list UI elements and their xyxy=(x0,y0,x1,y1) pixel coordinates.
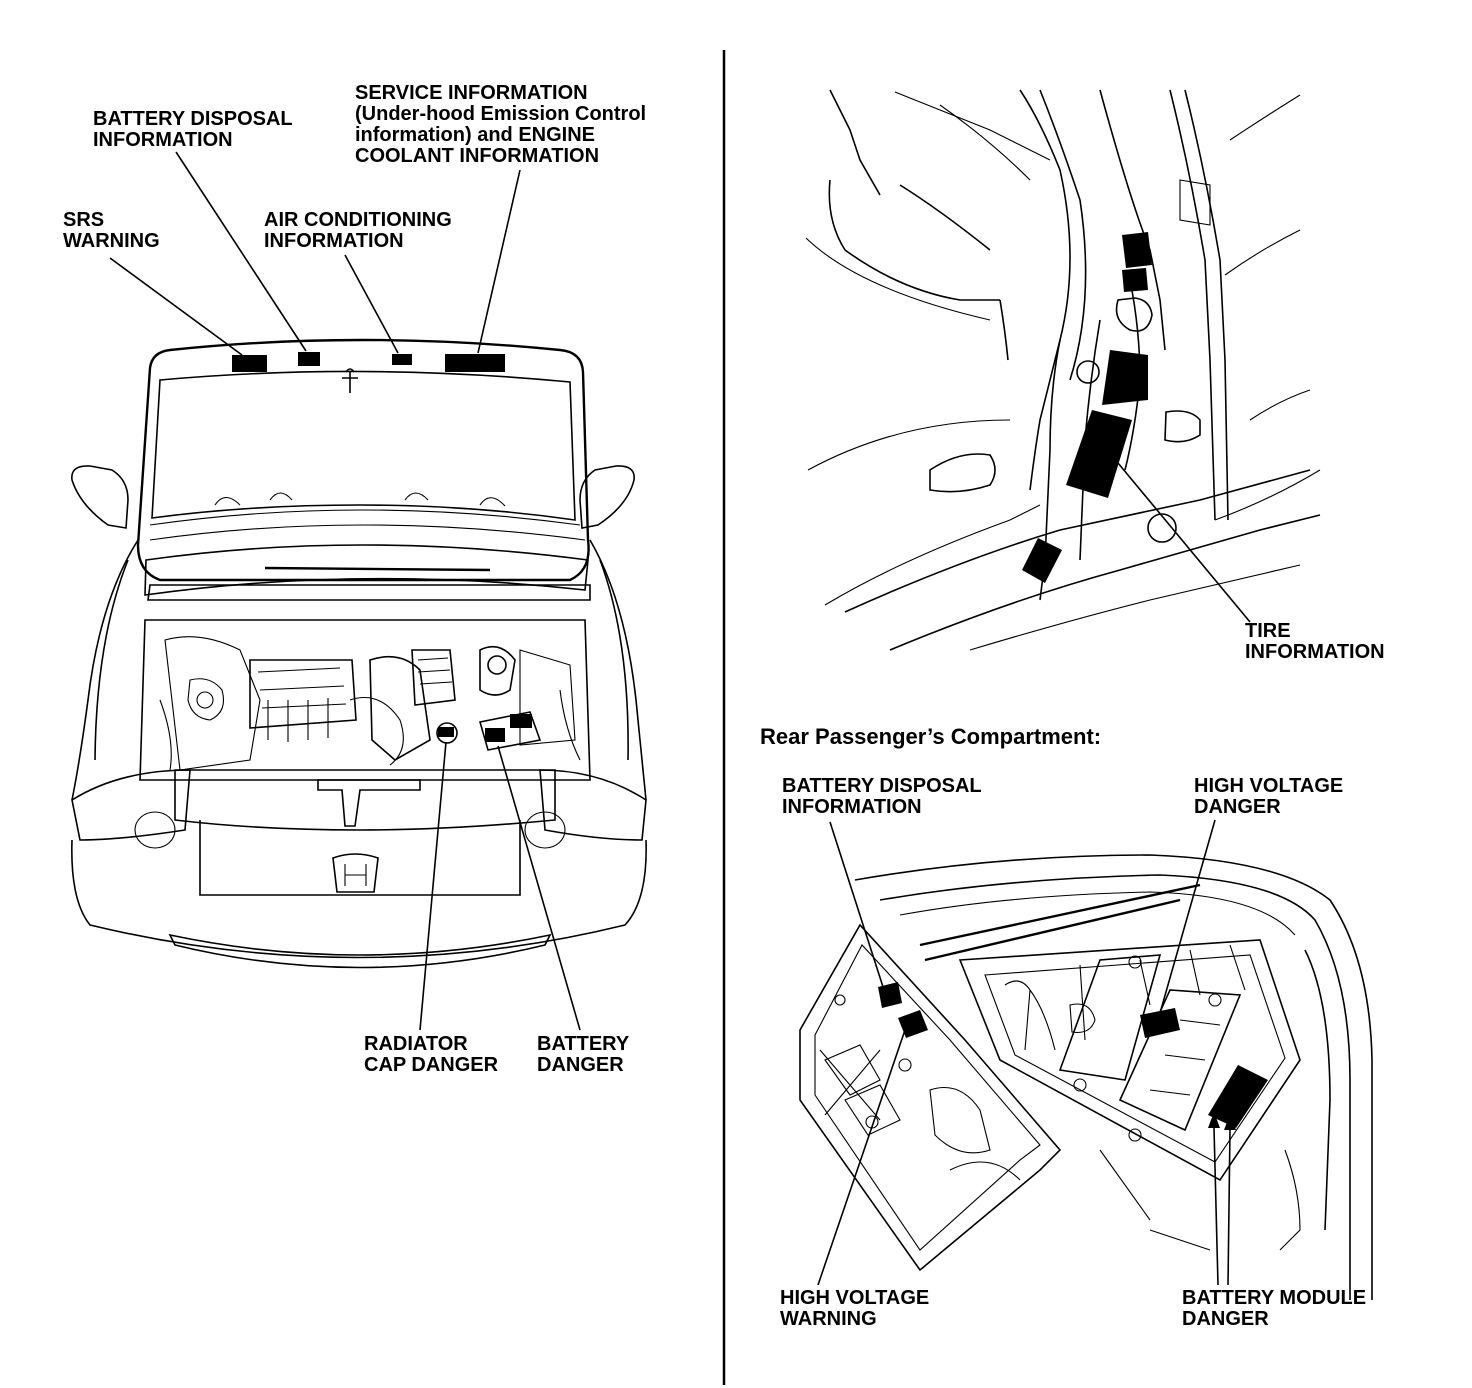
door-pillar-illustration xyxy=(805,89,1321,651)
tire-information-leader xyxy=(1117,462,1251,623)
label-battery-danger: BATTERY DANGER xyxy=(537,1034,629,1076)
label-high-voltage-danger: HIGH VOLTAGE DANGER xyxy=(1194,776,1343,818)
label-line: TIRE xyxy=(1245,620,1291,642)
label-air-conditioning: AIR CONDITIONING INFORMATION xyxy=(264,210,452,252)
label-line: DANGER xyxy=(1194,796,1281,818)
label-line: INFORMATION xyxy=(93,129,233,151)
label-srs-warning: SRS WARNING xyxy=(63,210,160,252)
rear-leader-lines xyxy=(817,819,1236,1286)
battery-disposal-decal xyxy=(298,352,320,366)
rear-compartment-illustration xyxy=(799,854,1373,1300)
rear-compartment-heading: Rear Passenger’s Compartment: xyxy=(760,724,1102,749)
label-line: INFORMATION xyxy=(1245,641,1385,663)
label-battery-disposal-rear: BATTERY DISPOSAL INFORMATION xyxy=(782,776,982,818)
label-line: HIGH VOLTAGE xyxy=(780,1287,930,1309)
label-line: COOLANT INFORMATION xyxy=(355,145,600,167)
srs-warning-decal xyxy=(232,355,267,372)
label-battery-module-danger: BATTERY MODULE DANGER xyxy=(1182,1288,1366,1330)
label-line: AIR CONDITIONING xyxy=(264,209,452,231)
label-line: WARNING xyxy=(63,230,160,252)
label-line: information) and ENGINE xyxy=(355,124,595,146)
air-conditioning-decal xyxy=(392,354,412,365)
label-high-voltage-warning: HIGH VOLTAGE WARNING xyxy=(780,1288,929,1330)
label-tire-information: TIRE INFORMATION xyxy=(1245,621,1385,663)
label-battery-disposal-front: BATTERY DISPOSAL INFORMATION xyxy=(93,109,293,151)
label-line: BATTERY DISPOSAL xyxy=(93,108,293,130)
label-line: SERVICE INFORMATION xyxy=(355,82,588,104)
service-information-decal xyxy=(445,354,505,372)
label-line: INFORMATION xyxy=(782,796,922,818)
label-line: BATTERY xyxy=(537,1033,630,1055)
label-line: SRS xyxy=(63,209,105,231)
label-line: CAP DANGER xyxy=(364,1054,499,1076)
label-line: BATTERY MODULE xyxy=(1182,1287,1367,1309)
label-line: BATTERY DISPOSAL xyxy=(782,775,982,797)
label-line: (Under-hood Emission Control xyxy=(355,103,647,125)
label-line: DANGER xyxy=(1182,1308,1269,1330)
car-front-illustration xyxy=(71,338,647,969)
label-service-information: SERVICE INFORMATION (Under-hood Emission… xyxy=(355,83,646,167)
label-line: DANGER xyxy=(537,1054,624,1076)
front-leader-lines xyxy=(109,151,581,1031)
label-line: RADIATOR xyxy=(364,1033,468,1055)
label-radiator-cap-danger: RADIATOR CAP DANGER xyxy=(364,1034,498,1076)
label-line: INFORMATION xyxy=(264,230,404,252)
label-line: HIGH VOLTAGE xyxy=(1194,775,1344,797)
label-line: WARNING xyxy=(780,1308,877,1330)
